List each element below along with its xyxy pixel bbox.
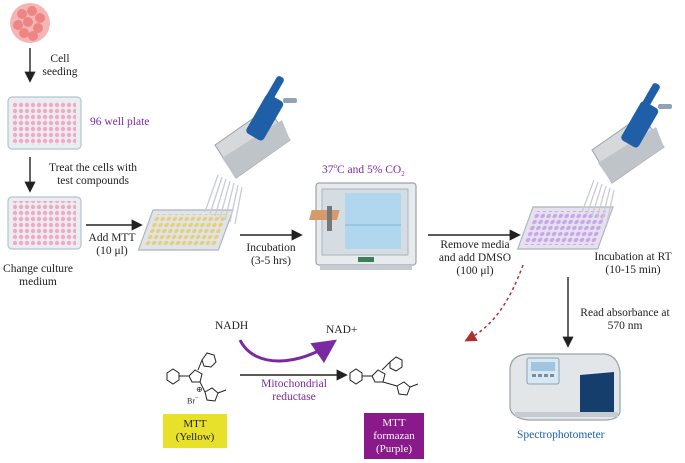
label-read-abs-line1: Read absorbance at [580, 307, 670, 319]
label-read-absorbance: Read absorbance at 570 nm [575, 307, 675, 333]
multichannel-pipette-icon [581, 83, 672, 223]
bromide-text: Br [187, 396, 195, 406]
cond-temp: 37 [322, 163, 334, 176]
well-plate-icon [137, 209, 234, 251]
formazan-purple-box: MTT formazan (Purple) [364, 413, 424, 459]
label-add-mtt-line1: Add MTT [88, 232, 136, 244]
formazan-structure [349, 356, 419, 396]
formazan-box-line2: formazan [373, 430, 415, 442]
label-read-abs-line2: 570 nm [607, 320, 643, 332]
label-treat-line2: test compounds [57, 175, 129, 187]
label-nad-plus: NAD+ [326, 324, 358, 336]
multichannel-pipette-icon [204, 76, 297, 225]
label-remove-media: Remove media and add DMSO (100 μl) [432, 239, 518, 278]
bromide-charge: − [195, 395, 199, 402]
label-remove-media-line3: (100 μl) [456, 265, 494, 277]
label-incubation-rt: Incubation at RT (10-15 min) [585, 251, 681, 277]
label-cell-seeding-line2: seeding [42, 66, 78, 78]
label-cell-seeding: Cell seeding [40, 53, 80, 79]
spectrophotometer-icon [509, 353, 621, 421]
label-add-mtt-line2: (10 μl) [96, 245, 128, 257]
dashed-reaction-arrow [464, 264, 524, 342]
label-bromide: Br− [187, 394, 199, 406]
nadh-conversion-arrow [238, 339, 337, 364]
label-add-mtt: Add MTT (10 μl) [85, 232, 139, 258]
label-remove-media-line1: Remove media [440, 239, 510, 251]
cond-degree: o [333, 162, 338, 170]
label-change-medium-line1: Change culture [3, 263, 73, 275]
label-nadh: NADH [215, 320, 249, 332]
label-enzyme-line1: Mitochondrial [261, 378, 327, 390]
label-incubation: Incubation (3-5 hrs) [242, 242, 300, 268]
well-plate-icon [516, 206, 614, 250]
mtt-box-line1: MTT [183, 418, 207, 430]
label-treat-cells: Treat the cells with test compounds [38, 162, 148, 188]
incubator-icon [309, 182, 417, 270]
label-incubator-conditions: 37oC and 5% CO2 [322, 160, 405, 181]
label-enzyme-line2: reductase [272, 391, 316, 403]
cond-co2: C and 5% CO [337, 163, 402, 176]
well-plate-icon [7, 196, 82, 250]
label-change-medium: Change culture medium [0, 263, 76, 289]
mtt-box-line2: (Yellow) [175, 431, 215, 443]
label-spectrophotometer: Spectrophotometer [517, 429, 605, 441]
formazan-box-line3: (Purple) [375, 443, 413, 455]
label-enzyme: Mitochondrial reductase [254, 378, 334, 404]
label-cell-seeding-line1: Cell [50, 53, 70, 65]
cond-subscript: 2 [401, 170, 405, 179]
formazan-box-line1: MTT [382, 417, 406, 429]
label-incubation-line1: Incubation [246, 242, 296, 254]
label-remove-media-line2: and add DMSO [438, 252, 512, 264]
mtt-yellow-box: MTT (Yellow) [163, 414, 227, 448]
label-96-well-plate: 96 well plate [90, 116, 150, 128]
label-charge-plus: ⊕ [196, 385, 203, 394]
label-incubation-rt-line2: (10-15 min) [605, 264, 661, 276]
label-change-medium-line2: medium [19, 276, 57, 288]
cell-cluster-icon [10, 3, 50, 43]
label-treat-line1: Treat the cells with [48, 162, 138, 174]
label-incubation-line2: (3-5 hrs) [251, 255, 291, 267]
label-incubation-rt-line1: Incubation at RT [594, 251, 672, 263]
well-plate-icon [7, 96, 82, 150]
mtt-structure [166, 352, 227, 402]
